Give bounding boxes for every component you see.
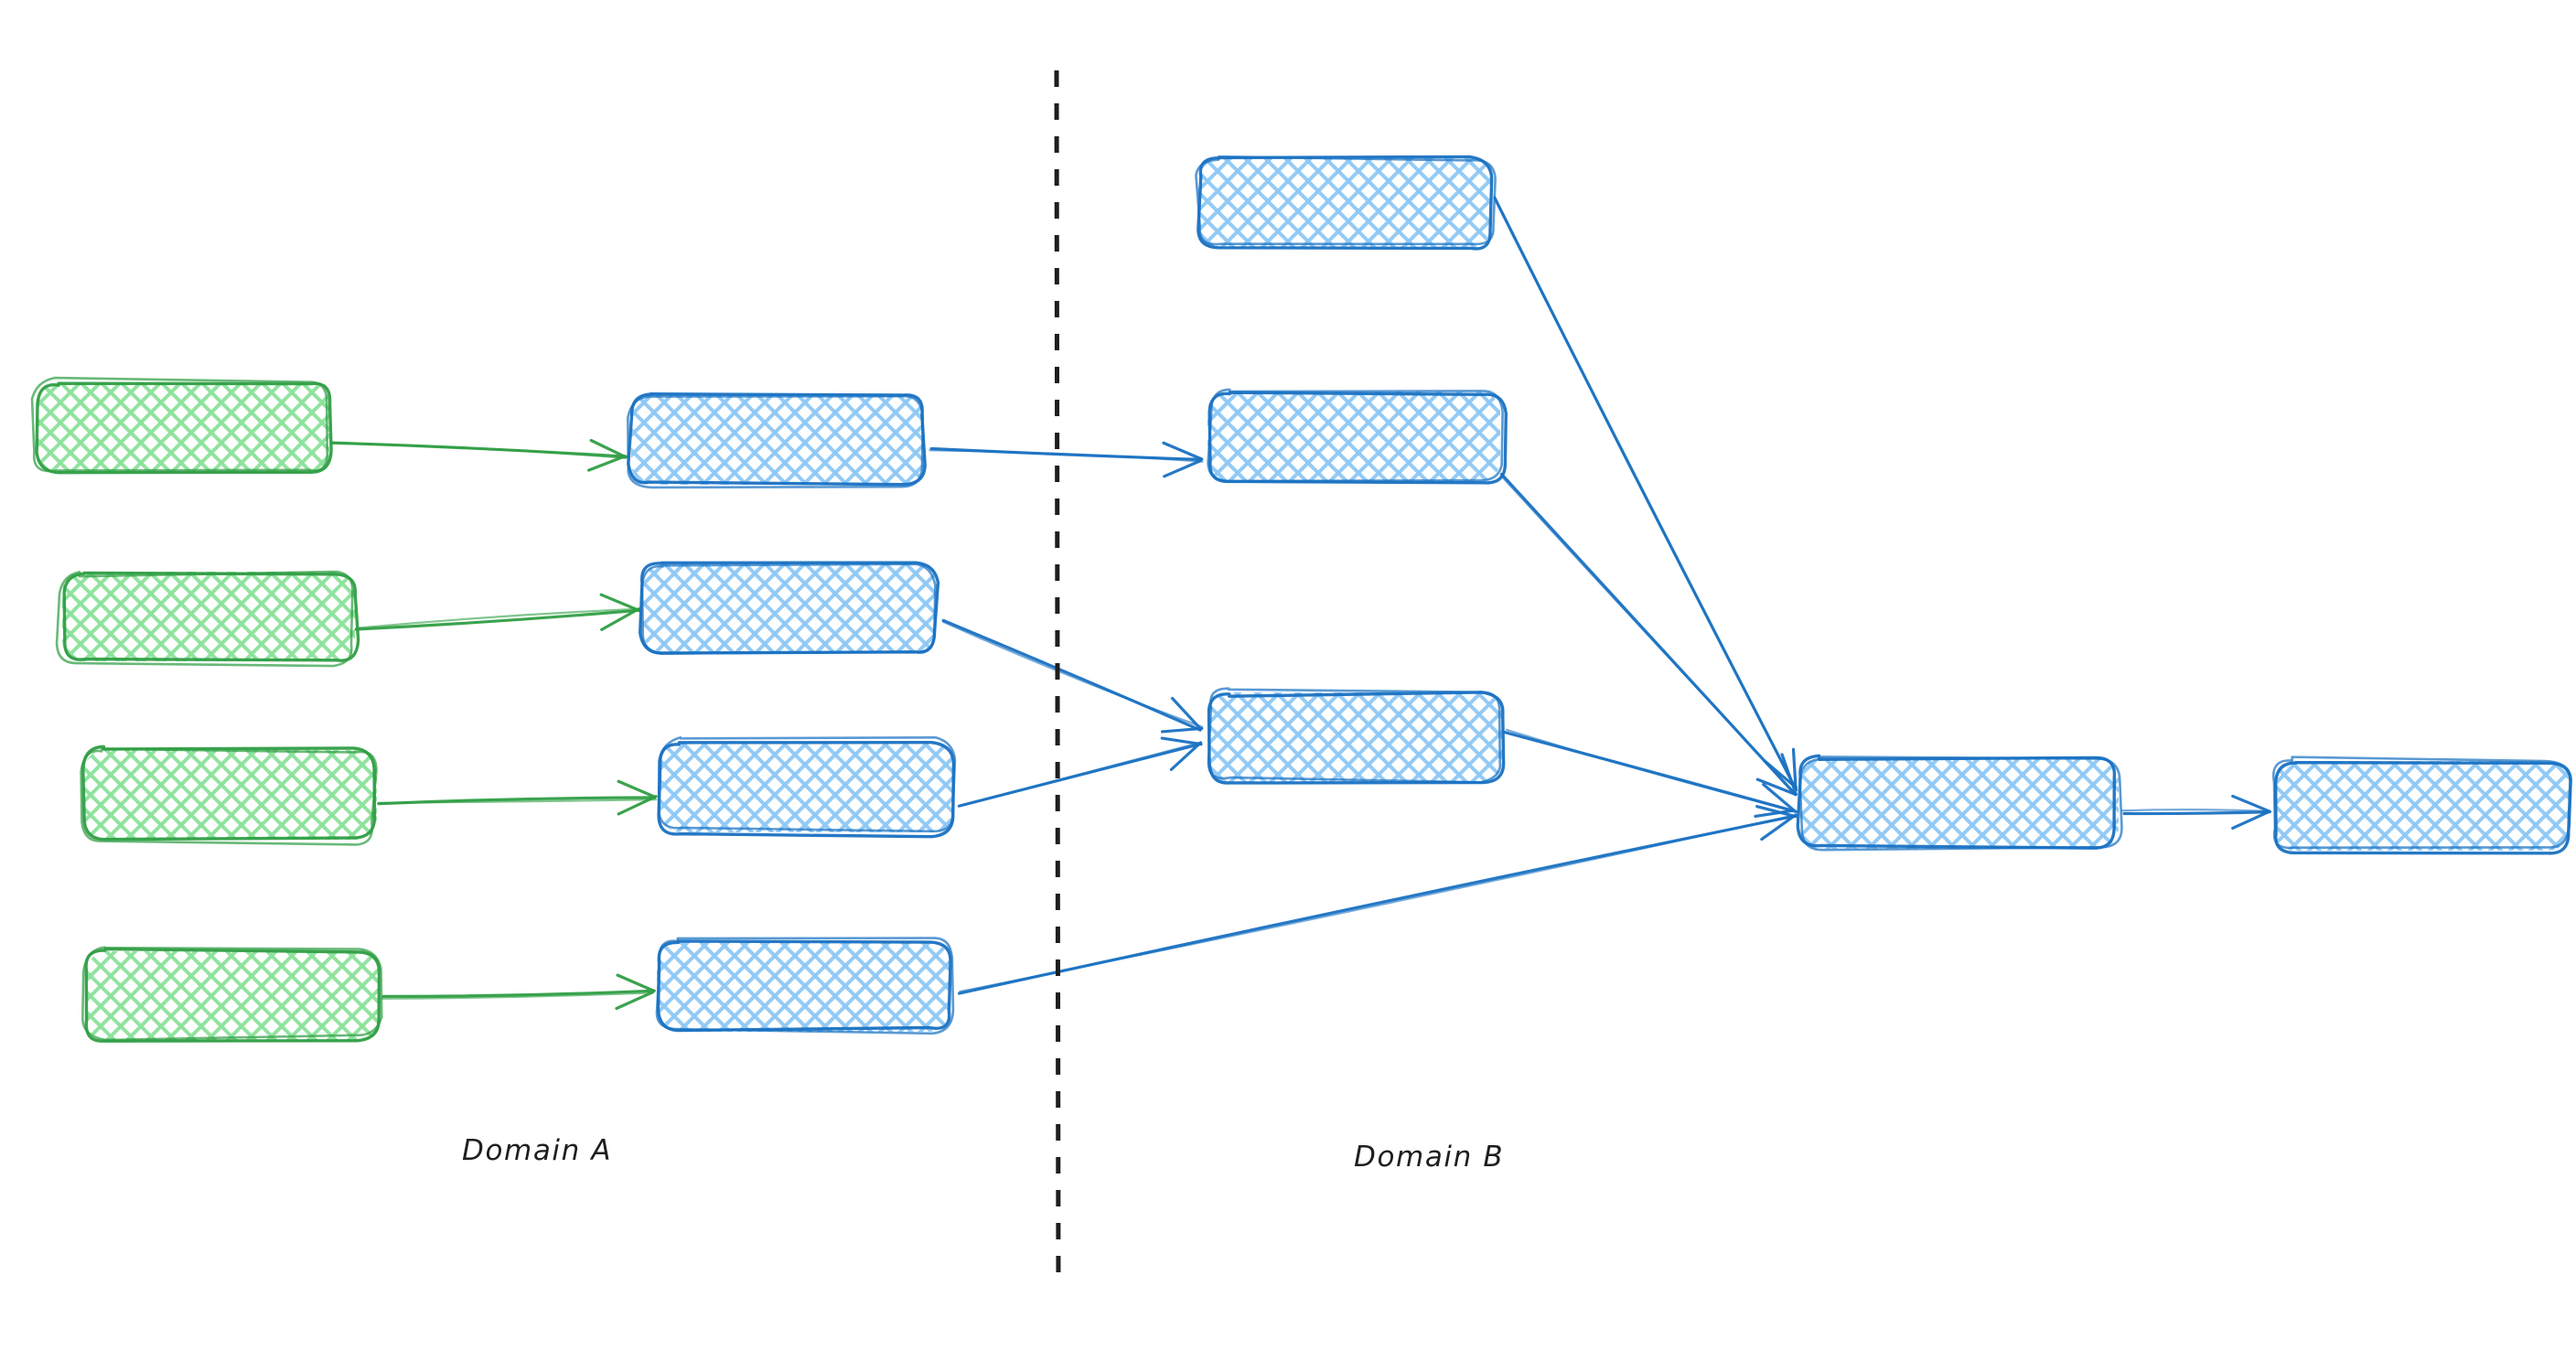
target-node-b3[interactable] (1207, 687, 1506, 785)
edge-a1-to-m1[interactable] (330, 438, 628, 472)
edge-layer (330, 195, 2271, 1011)
output-node[interactable] (2271, 756, 2572, 855)
edge-a4-to-m4[interactable] (381, 973, 656, 1011)
process-node-m1[interactable] (627, 392, 927, 489)
edge-b1-to-aggregator[interactable] (1493, 195, 1798, 792)
node-layer (30, 155, 2572, 1043)
edge-a3-to-m3[interactable] (377, 779, 658, 816)
process-node-m3[interactable] (657, 735, 957, 839)
edge-b3-to-aggregator[interactable] (1503, 728, 1798, 819)
aggregator-node[interactable] (1796, 754, 2123, 852)
edge-aggregator-to-output[interactable] (2120, 794, 2271, 831)
domain-divider (1054, 70, 1061, 1289)
edge-m1-to-b2[interactable] (928, 441, 1204, 478)
process-node-m4[interactable] (655, 937, 955, 1035)
target-node-b2[interactable] (1207, 388, 1508, 485)
source-node-a2[interactable] (55, 570, 360, 668)
label-layer: Domain A Domain B (462, 1134, 1504, 1174)
source-node-a4[interactable] (81, 946, 383, 1043)
edge-a2-to-m2[interactable] (354, 593, 641, 631)
edge-m3-to-b3[interactable] (957, 736, 1203, 808)
divider-layer (1054, 70, 1061, 1289)
edge-m2-to-b3[interactable] (941, 618, 1204, 734)
process-node-m2[interactable] (639, 561, 940, 655)
source-node-a1[interactable] (30, 376, 333, 475)
label-domain-a: Domain A (462, 1134, 612, 1167)
edge-m4-to-aggregator[interactable] (958, 805, 1798, 995)
source-node-a3[interactable] (80, 745, 378, 846)
label-domain-b: Domain B (1354, 1141, 1504, 1174)
edge-b2-to-aggregator[interactable] (1499, 472, 1798, 797)
target-node-b1[interactable] (1195, 155, 1497, 251)
